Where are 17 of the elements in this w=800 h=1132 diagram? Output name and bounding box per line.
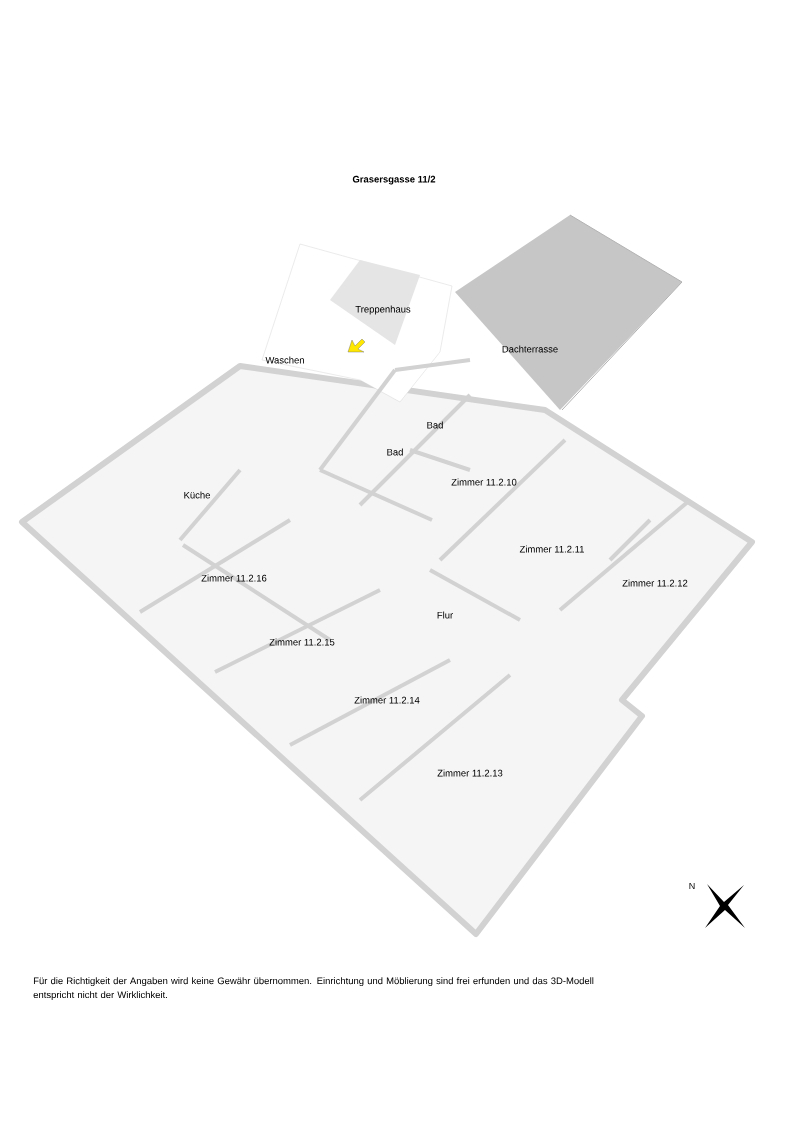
room-label: Küche bbox=[184, 491, 210, 499]
room-label: Zimmer 11.2.15 bbox=[269, 638, 335, 646]
room-label: Bad bbox=[427, 421, 443, 429]
compass-letter: N bbox=[689, 882, 695, 890]
room-label: Dachterrasse bbox=[502, 345, 558, 353]
room-label: Zimmer 11.2.16 bbox=[201, 574, 267, 582]
room-label: Zimmer 11.2.12 bbox=[622, 579, 688, 587]
room-label: Bad bbox=[387, 448, 403, 456]
title: Grasersgasse 11/2 bbox=[352, 175, 436, 185]
room-label: Zimmer 11.2.14 bbox=[354, 696, 420, 704]
room-label: Waschen bbox=[265, 356, 304, 364]
room-label: Zimmer 11.2.10 bbox=[451, 478, 517, 486]
room-label: Flur bbox=[437, 611, 453, 619]
room-label: Treppenhaus bbox=[355, 305, 411, 315]
room-label: Zimmer 11.2.11 bbox=[519, 545, 584, 553]
room-label: Zimmer 11.2.13 bbox=[437, 769, 503, 777]
caption: Für die Richtigkeit der Angaben wird keine Gewähr übernommen. Einrichtung und Möblierung sind frei erfunden und das 3D-Modell entspricht nicht der Wirklichkeit. bbox=[33, 977, 594, 1000]
